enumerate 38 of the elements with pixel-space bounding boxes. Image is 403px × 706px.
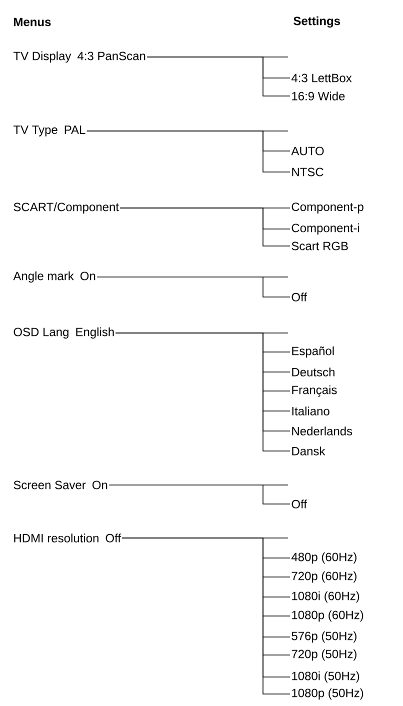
menu-item: Screen Saver On [14, 480, 108, 490]
setting-option: 1080i (60Hz) [292, 591, 360, 603]
setting-option: Français [292, 385, 337, 397]
connector-line [86, 130, 290, 172]
setting-option: 480p (60Hz) [291, 552, 356, 564]
setting-option: 4:3 LettBox [291, 74, 352, 82]
menu-item: Angle mark On [13, 271, 96, 283]
setting-option: Italiano [292, 406, 330, 416]
setting-option: 1080p (50Hz) [292, 688, 364, 700]
setting-option: NTSC [292, 168, 324, 176]
setting-option: Component-i [292, 223, 360, 235]
setting-option: Off [292, 292, 307, 302]
menu-item: HDMI resolution Off [14, 534, 122, 542]
setting-option: Component-p [292, 202, 364, 214]
connector-line [108, 484, 290, 504]
setting-option: AUTO [291, 146, 324, 156]
setting-option: Off [292, 500, 307, 508]
setting-option: 1080i (50Hz) [292, 671, 360, 683]
setting-option: Español [292, 346, 334, 358]
column-heading: Settings [294, 16, 340, 28]
menu-item: TV Display 4:3 PanScan [13, 51, 146, 63]
setting-option: Deutsch [292, 368, 334, 376]
setting-option: Scart RGB [292, 242, 348, 250]
setting-option: 576p (50Hz) [292, 631, 356, 643]
menu-item: TV Type PAL [13, 126, 86, 136]
connector-line [115, 332, 290, 452]
setting-option: 720p (50Hz) [292, 649, 356, 661]
column-heading: Menus [14, 18, 51, 26]
setting-option: 720p (60Hz) [292, 571, 356, 583]
connector-line [146, 56, 290, 96]
connector-line [120, 208, 290, 246]
menu-item: SCART/Component [14, 202, 119, 214]
setting-option: Nederlands [292, 426, 352, 436]
menu-item: OSD Lang English [14, 327, 114, 339]
setting-option: 1080p (60Hz) [292, 610, 364, 622]
setting-option: 16:9 Wide [292, 92, 345, 100]
setting-option: Dansk [292, 446, 326, 456]
connector-line [96, 276, 290, 298]
